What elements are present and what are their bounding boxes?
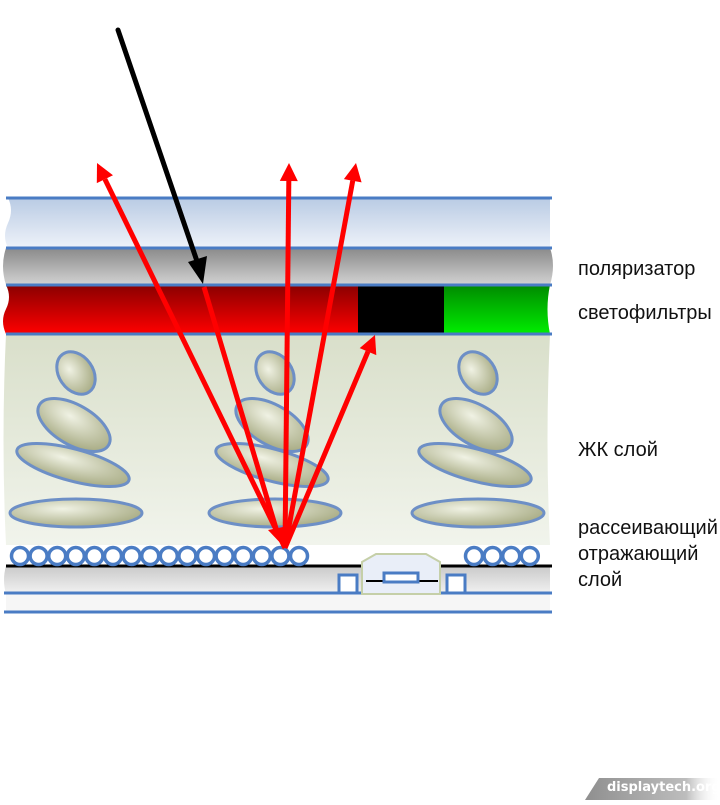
reflected-ray-arrowhead	[96, 163, 113, 184]
scattering-bead	[84, 545, 105, 567]
incident-ray-arrowhead	[188, 256, 207, 284]
label-color-filters: светофильтры	[578, 302, 712, 324]
incident-ray-line	[115, 27, 203, 273]
scattering-bead	[270, 545, 291, 567]
watermark: displaytech.org	[585, 778, 720, 800]
label-reflective-line-3: слой	[578, 569, 623, 591]
reflected-ray-arrowhead	[279, 163, 298, 182]
scattering-bead	[288, 545, 310, 567]
top-glass-layer	[5, 198, 550, 248]
lc-molecule-ellipse	[457, 350, 499, 396]
lc-molecule-ellipse	[15, 441, 131, 489]
lc-molecule-ellipse	[55, 350, 97, 396]
bottom-glass	[6, 594, 550, 612]
green-filter	[444, 285, 550, 334]
watermark-text: displaytech.org	[607, 780, 720, 795]
reflected-ray-line	[282, 350, 371, 549]
scattering-bead	[28, 545, 49, 567]
lc-molecules	[8, 350, 546, 529]
incident-ray	[115, 27, 207, 284]
bottom-substrate	[4, 566, 550, 594]
scattering-bead	[139, 545, 161, 567]
scattering-bead	[232, 545, 254, 567]
tft-structure	[337, 553, 467, 595]
reflected-ray-line	[282, 180, 292, 549]
scattering-bead	[251, 545, 273, 567]
label-lc-layer: ЖК слой	[578, 439, 658, 461]
scattering-bead	[158, 545, 180, 567]
lc-molecule-ellipse	[8, 497, 144, 529]
scattering-bead	[9, 545, 31, 567]
scattering-bead	[177, 545, 198, 567]
reflected-ray-line	[102, 178, 288, 550]
scattering-bead	[102, 545, 124, 567]
tft-electrode	[382, 571, 420, 584]
polarizer-layer	[3, 248, 553, 285]
incident-red-segment	[201, 286, 281, 536]
lc-molecule-ellipse	[438, 397, 514, 453]
tft-right-pad	[445, 573, 467, 595]
scattering-bead	[214, 545, 235, 567]
label-reflective-line-1: рассеивающий	[578, 517, 718, 539]
label-reflective-layer: рассеивающий отражающий слой	[578, 515, 718, 593]
incident-red-arrowhead	[268, 526, 288, 548]
lc-molecule-ellipse	[36, 397, 112, 453]
scattering-bead	[65, 545, 87, 567]
black-matrix	[358, 285, 444, 334]
reflected-rays	[96, 163, 377, 550]
lc-molecule-ellipse	[410, 497, 546, 529]
lc-molecule-ellipse	[417, 441, 533, 489]
scattering-bead	[46, 545, 68, 567]
tft-left-pad	[337, 573, 359, 595]
reflected-ray-arrowhead	[359, 335, 377, 356]
watermark-banner	[585, 778, 720, 800]
reflected-ray-line	[282, 180, 356, 549]
scattering-bead	[463, 545, 485, 567]
scattering-beads	[9, 545, 541, 567]
label-reflective-line-2: отражающий	[578, 543, 699, 565]
scattering-bead	[482, 545, 503, 567]
scattering-bead	[195, 545, 217, 567]
scattering-bead	[121, 545, 142, 567]
scattering-bead	[500, 545, 522, 567]
scattering-bead	[519, 545, 541, 567]
label-polarizer: поляризатор	[578, 258, 696, 280]
reflected-ray-arrowhead	[343, 163, 362, 183]
red-filter	[3, 285, 358, 334]
